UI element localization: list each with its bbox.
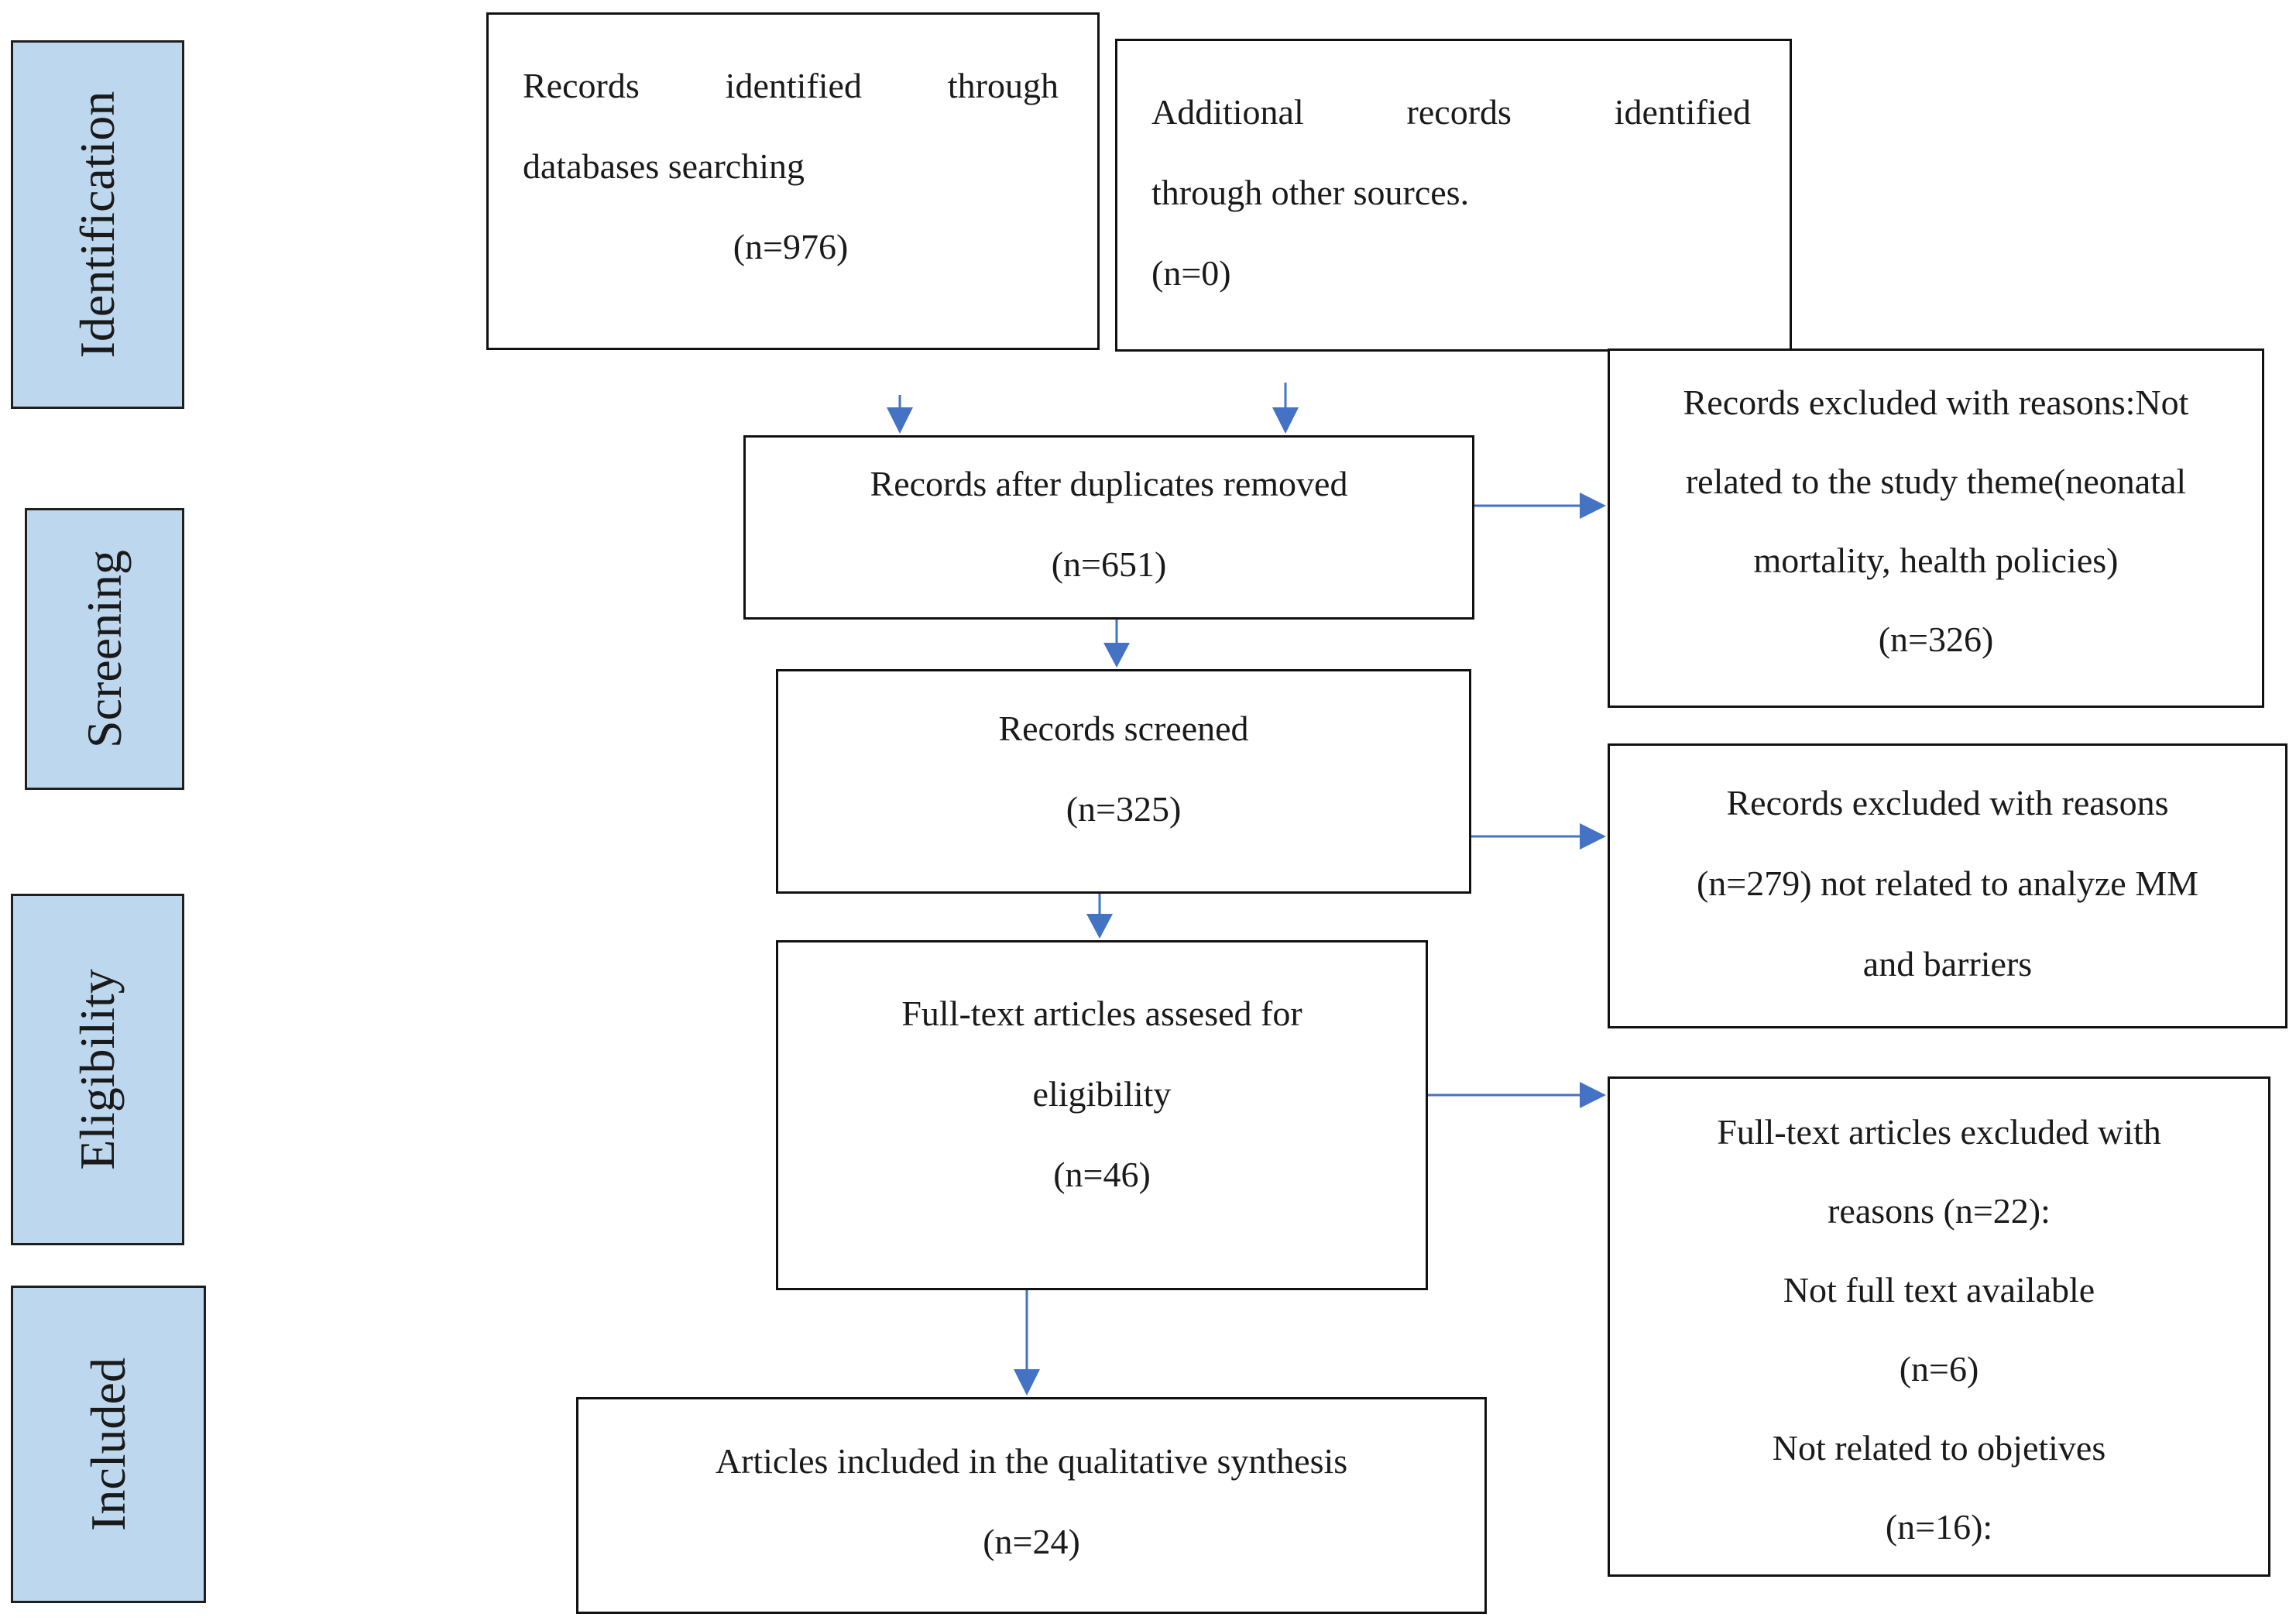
fulltext-excluded-line1: Full-text articles excluded with: [1717, 1112, 2161, 1152]
fulltext-assessed-line2: eligibility: [1032, 1074, 1172, 1114]
arrowhead-screened-fulltext: [1086, 914, 1113, 939]
fulltext-assessed-box: Full-text articles assesed for eligibili…: [776, 940, 1428, 1290]
records-databases-line2: databases searching: [523, 146, 805, 186]
records-databases-box: Records identified through databases sea…: [486, 12, 1100, 350]
excluded-mm-line2: (n=279) not related to analyze MM: [1696, 864, 2199, 903]
fulltext-assessed-count: (n=46): [1053, 1155, 1151, 1194]
records-other-sources-line1: Additional records identified: [1151, 92, 1751, 132]
arrowhead-fulltext-included: [1014, 1369, 1040, 1396]
arrowhead-other: [1272, 407, 1299, 434]
duplicates-removed-count: (n=651): [1051, 544, 1167, 584]
fulltext-excluded-line3: Not full text available: [1783, 1270, 2095, 1310]
records-databases-count: (n=976): [733, 227, 849, 266]
fulltext-excluded-line5: Not related to objetives: [1772, 1428, 2106, 1468]
articles-included-count: (n=24): [983, 1522, 1080, 1561]
excluded-mm-box: Records excluded with reasons (n=279) no…: [1608, 743, 2287, 1028]
records-other-sources-line2: through other sources.: [1151, 173, 1470, 212]
duplicates-removed-line1: Records after duplicates removed: [870, 464, 1348, 503]
excluded-theme-line2: related to the study theme(neonatal: [1685, 462, 2187, 501]
arrowhead-duplicates-screened: [1103, 643, 1130, 668]
duplicates-removed-box: Records after duplicates removed (n=651): [743, 435, 1474, 620]
stage-identification: Identification: [11, 40, 184, 409]
stage-included: Included: [11, 1286, 206, 1603]
excluded-theme-line1: Records excluded with reasons:Not: [1683, 383, 2189, 422]
stage-eligibility: Eligibility: [11, 894, 184, 1245]
records-screened-box: Records screened (n=325): [776, 669, 1471, 894]
records-other-sources-count: (n=0): [1151, 253, 1231, 293]
excluded-mm-line3: and barriers: [1862, 944, 2033, 984]
fulltext-excluded-box: Full-text articles excluded with reasons…: [1608, 1076, 2270, 1577]
stage-screening: Screening: [25, 508, 184, 790]
records-databases-line1: Records identified through: [523, 66, 1059, 105]
arrowhead-databases: [887, 407, 913, 434]
arrowhead-duplicates-excluded: [1580, 493, 1606, 519]
excluded-mm-line1: Records excluded with reasons: [1726, 783, 2169, 822]
arrowhead-fulltext-excluded: [1580, 1082, 1606, 1108]
arrowhead-screened-excluded: [1580, 823, 1606, 850]
articles-included-line1: Articles included in the qualitative syn…: [715, 1441, 1348, 1481]
fulltext-excluded-line6: (n=16):: [1885, 1507, 1993, 1547]
fulltext-excluded-line2: reasons (n=22):: [1828, 1191, 2051, 1231]
records-screened-count: (n=325): [1066, 789, 1182, 829]
records-screened-line1: Records screened: [998, 709, 1249, 748]
records-other-sources-box: Additional records identified through ot…: [1115, 39, 1792, 352]
excluded-theme-count: (n=326): [1878, 620, 1994, 659]
excluded-theme-box: Records excluded with reasons:Not relate…: [1608, 348, 2264, 708]
fulltext-excluded-line4: (n=6): [1899, 1349, 1979, 1389]
fulltext-assessed-line1: Full-text articles assesed for: [901, 994, 1302, 1033]
articles-included-box: Articles included in the qualitative syn…: [576, 1397, 1487, 1614]
excluded-theme-line3: mortality, health policies): [1753, 541, 2119, 580]
